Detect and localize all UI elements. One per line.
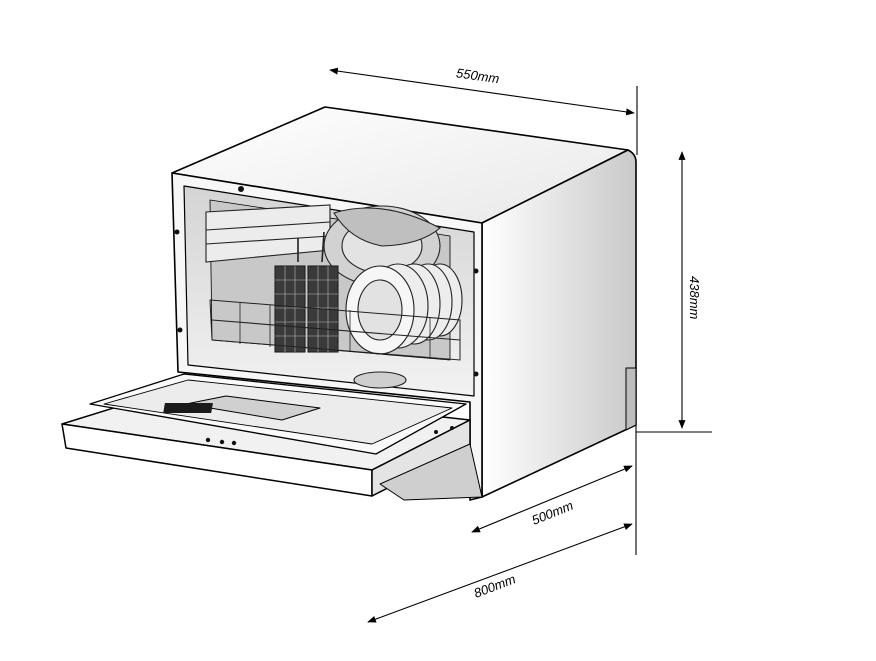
lower-rack (209, 299, 461, 361)
tub-fan (333, 207, 441, 247)
open-depth-label: 800mm (472, 571, 518, 601)
dish-rack (205, 204, 463, 389)
side-foot (625, 367, 637, 431)
spray-arm (353, 371, 407, 389)
detergent-dispenser (185, 395, 321, 421)
depth-label: 500mm (530, 498, 576, 528)
depth-arrow (471, 465, 633, 533)
cutlery-basket (274, 231, 339, 353)
open-depth-arrow (367, 523, 633, 623)
width-arrow (329, 67, 635, 116)
height-label: 438mm (687, 276, 702, 320)
door-holes (205, 426, 454, 446)
dimension-lines (329, 67, 712, 623)
width-label: 550mm (455, 65, 500, 86)
side-panel (481, 149, 637, 498)
open-door (61, 373, 483, 501)
